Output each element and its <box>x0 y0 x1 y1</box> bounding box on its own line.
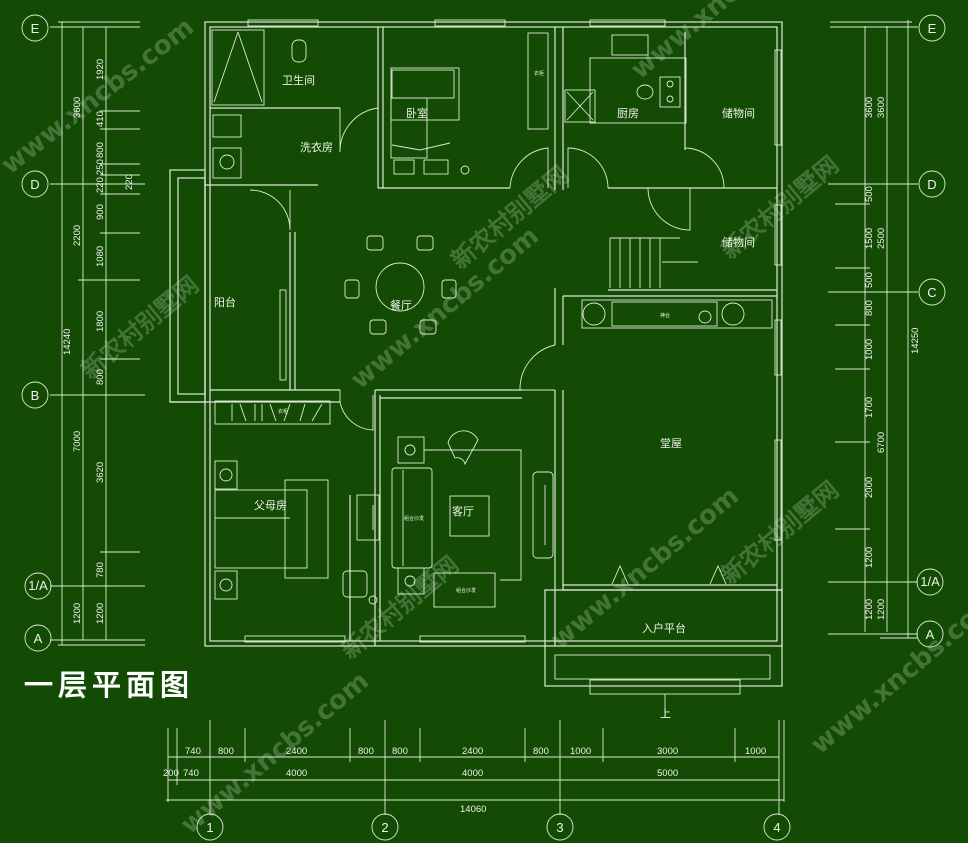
dim-left-detail: 410 <box>95 111 106 127</box>
dim-bottom-row2: 4000 <box>286 768 307 779</box>
room-label-bathroom: 卫生间 <box>282 73 315 87</box>
axis-marker-left: B <box>31 388 40 403</box>
room-label-wardrobe-parents: 衣柜 <box>278 408 288 415</box>
dim-left: 2200 <box>72 225 83 246</box>
dim-right-total: 14250 <box>910 328 921 354</box>
dim-right-detail: 500 <box>864 186 875 202</box>
room-label-entry-platform: 入户平台 <box>642 621 686 635</box>
furniture <box>211 29 783 718</box>
dim-right-detail: 1000 <box>864 339 875 360</box>
room-labels: 卫生间 洗衣房 卧室 衣柜 厨房 储物间 储物间 餐厅 阳台 神台 堂屋 父母房… <box>214 70 755 720</box>
dim-left-detail: 780 <box>95 562 106 578</box>
dim-bottom-row1: 740 <box>185 746 201 757</box>
dim-bottom-row2: 5000 <box>657 768 678 779</box>
axis-marker-bottom: 3 <box>556 820 563 835</box>
dim-bottom-row1: 1000 <box>745 746 766 757</box>
walls <box>169 19 783 647</box>
dim-bottom-total: 14060 <box>460 804 486 815</box>
dim-right-detail: 1200 <box>864 599 875 620</box>
dim-right: 2500 <box>876 228 887 249</box>
axis-marker-right: E <box>928 21 937 36</box>
dim-left-detail: 1920 <box>95 59 106 80</box>
dim-bottom-row1: 800 <box>218 746 234 757</box>
axis-marker-right: 1/A <box>920 574 940 589</box>
axis-marker-left: D <box>30 177 39 192</box>
room-label-bedroom: 卧室 <box>406 106 428 120</box>
dim-left-detail: 800 <box>95 142 106 158</box>
room-label-storage: 储物间 <box>722 106 755 120</box>
dim-left-detail: 220 <box>95 177 106 193</box>
dim-right-detail: 1200 <box>864 547 875 568</box>
axis-marker-bottom: 2 <box>381 820 388 835</box>
axis-marker-left: 1/A <box>28 578 48 593</box>
dim-bottom-row1: 800 <box>533 746 549 757</box>
watermark-url: www.xncbs.com <box>345 221 545 395</box>
watermark-url: www.xncbs.com <box>625 0 825 85</box>
axis-marker-bottom: 1 <box>206 820 213 835</box>
room-label-kitchen: 厨房 <box>617 107 639 120</box>
sofa-label: 组合沙发 <box>404 515 424 522</box>
dim-left: 7000 <box>72 431 83 452</box>
dim-right-detail: 3600 <box>864 97 875 118</box>
axis-marker-right: D <box>927 177 936 192</box>
dim-right-detail: 500 <box>864 272 875 288</box>
room-label-laundry: 洗衣房 <box>300 140 333 154</box>
sofa-label: 组合沙发 <box>456 587 476 594</box>
dim-bottom-row1: 800 <box>392 746 408 757</box>
dim-left-detail: 1200 <box>95 603 106 624</box>
axis-marker-right: C <box>927 285 936 300</box>
dim-right: 1200 <box>876 599 887 620</box>
doors <box>249 107 727 585</box>
left-dimensions: 14240 3600 2200 7000 1200 1920 410 800 2… <box>50 21 145 646</box>
room-label-storage-stair: 储物间 <box>722 235 755 249</box>
dim-right: 6700 <box>876 432 887 453</box>
watermark-url: www.xncbs.com <box>175 666 375 840</box>
dim-right: 3600 <box>876 97 887 118</box>
axis-marker-left: E <box>31 21 40 36</box>
room-label-altar: 神台 <box>660 312 670 319</box>
dim-bottom-row2: 4000 <box>462 768 483 779</box>
dim-left: 3600 <box>72 97 83 118</box>
dim-bottom-row1: 2400 <box>286 746 307 757</box>
stair-up-label: 上 <box>660 707 671 720</box>
dim-right-detail: 800 <box>864 300 875 316</box>
dim-bottom-row1: 800 <box>358 746 374 757</box>
dim-bottom-row1: 2400 <box>462 746 483 757</box>
room-label-wardrobe: 衣柜 <box>534 70 544 77</box>
dim-left-extra: 220 <box>124 174 135 190</box>
dim-left-detail: 3620 <box>95 462 106 483</box>
dim-left-detail: 800 <box>95 369 106 385</box>
room-label-main-hall: 堂屋 <box>660 437 682 450</box>
right-dimensions: 3600 500 1500 500 800 1000 1700 2000 120… <box>828 20 921 639</box>
axis-markers: E D B 1/A A E D C 1/A A 1 2 3 4 <box>21 14 946 841</box>
room-label-parents-room: 父母房 <box>254 499 287 512</box>
room-label-living-room: 客厅 <box>452 504 474 518</box>
dim-left: 1200 <box>72 603 83 624</box>
axis-marker-right: A <box>926 627 935 642</box>
dim-bottom-row1: 3000 <box>657 746 678 757</box>
room-label-balcony: 阳台 <box>214 295 236 309</box>
axis-marker-left: A <box>34 631 43 646</box>
dim-right-detail: 1700 <box>864 397 875 418</box>
axis-marker-bottom: 4 <box>773 820 780 835</box>
dim-right-detail: 2000 <box>864 477 875 498</box>
dim-left-detail: 250 <box>95 159 106 175</box>
plan-title: 一层平面图 <box>24 668 195 702</box>
room-label-dining: 餐厅 <box>390 298 412 312</box>
bottom-dimensions: 740 800 2400 800 800 2400 800 1000 3000 … <box>163 720 785 815</box>
dim-bottom-row1: 1000 <box>570 746 591 757</box>
dim-left-total: 14240 <box>62 329 73 355</box>
dim-left-detail: 1800 <box>95 311 106 332</box>
dim-right-detail: 1500 <box>864 228 875 249</box>
dim-bottom-row2: 740 <box>183 768 199 779</box>
dim-left-detail: 900 <box>95 204 106 220</box>
dim-left-detail: 1080 <box>95 246 106 267</box>
dim-bottom-row2: 200 <box>163 768 179 779</box>
